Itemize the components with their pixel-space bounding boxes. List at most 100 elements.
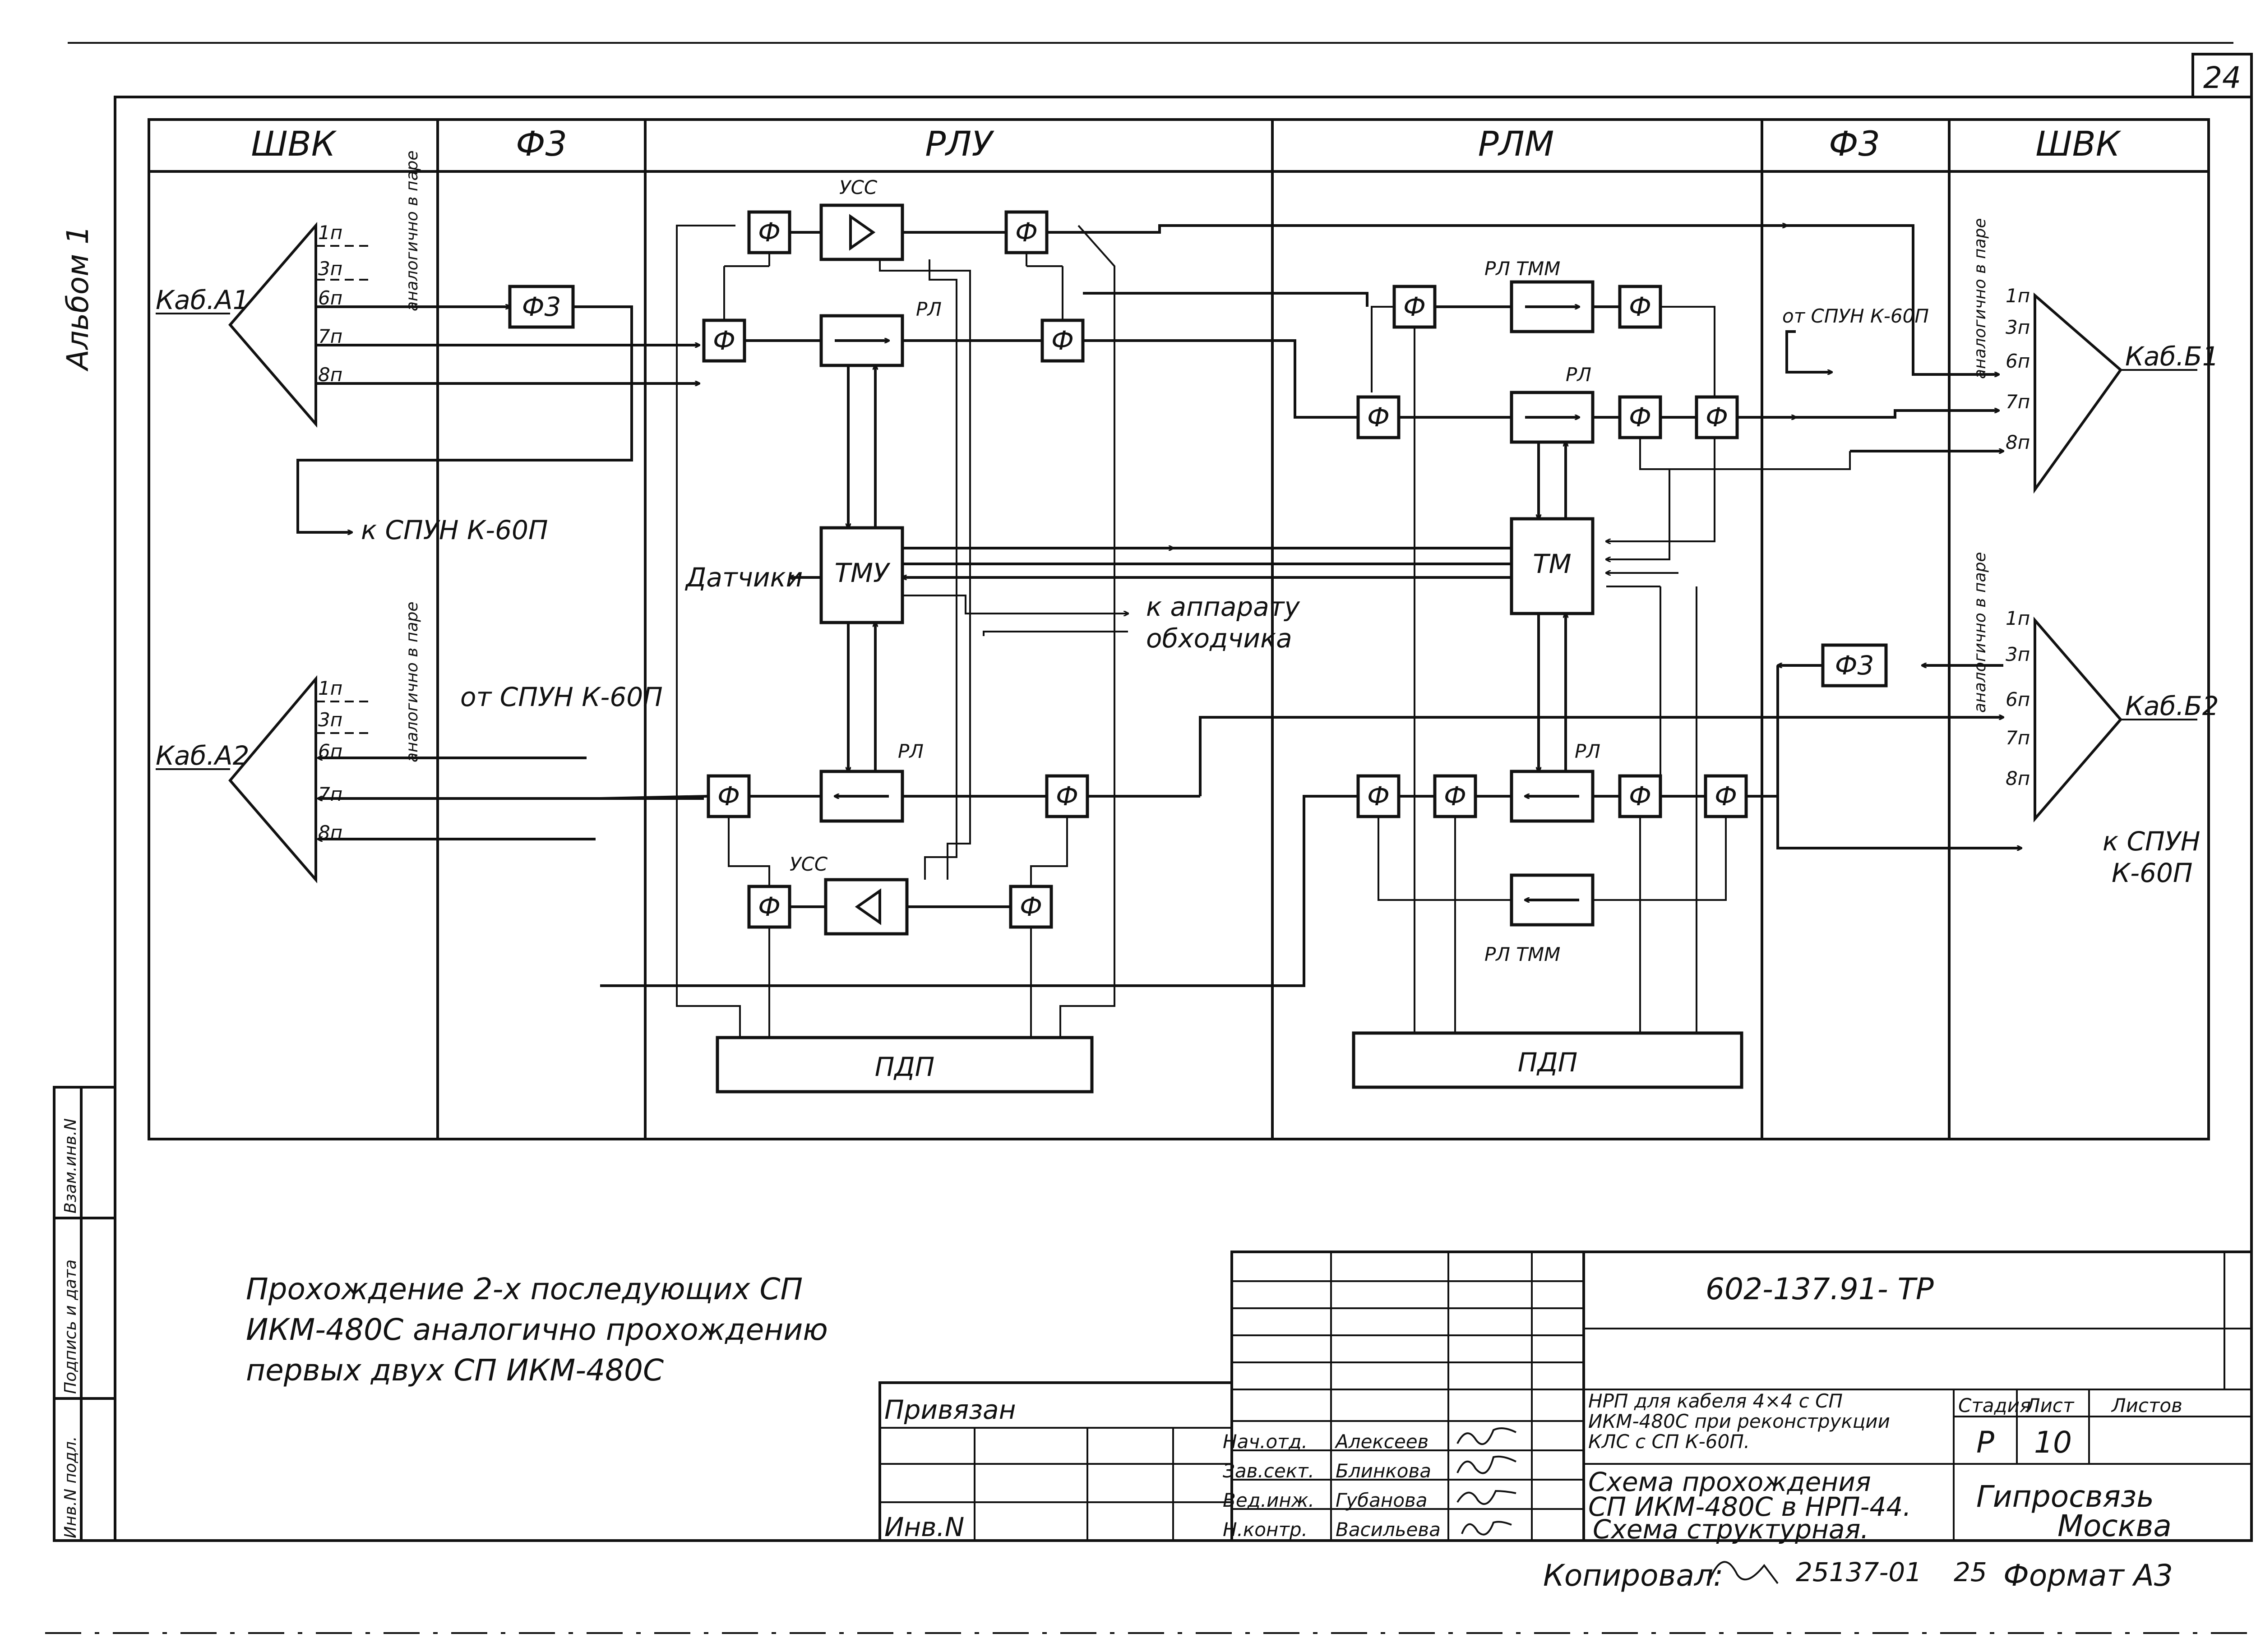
name-label: Алексеев (1334, 1431, 1428, 1453)
note-line: Прохождение 2-х последующих СП (246, 1272, 803, 1306)
ucc-label: УСС (790, 853, 828, 875)
format-label: Формат А3 (2003, 1558, 2173, 1593)
sheet-header: Лист (2025, 1394, 2075, 1417)
description-line: НРП для кабеля 4×4 с СП (1588, 1390, 1843, 1412)
f-label: Ф (1051, 325, 1074, 356)
column-header-shvk-right: ШВК (2035, 124, 2121, 164)
description-line: СП ИКМ-480С в НРП-44. (1588, 1491, 1911, 1522)
cable-b1-splitter: Каб.Б1 1п 3п 6п 7п 8п аналогично в паре … (1669, 218, 2219, 494)
note-block: Прохождение 2-х последующих СП ИКМ-480С … (246, 1272, 828, 1388)
f-label: Ф (713, 325, 735, 356)
cable-a2-splitter: Каб.А2 1п 3п 6п 7п 8п аналогично в паре … (156, 601, 704, 884)
document-code: 602-137.91- ТР (1706, 1272, 1934, 1306)
signature (1456, 1427, 1516, 1445)
name-label: Васильева (1336, 1518, 1441, 1541)
org-name: Гипросвязь (1976, 1479, 2154, 1514)
description-line: Схема структурная. (1593, 1514, 1869, 1545)
f-label: Ф (1056, 781, 1078, 812)
cable-b2-label: Каб.Б2 (2125, 691, 2219, 721)
signature (1461, 1521, 1512, 1536)
role-label: Зав.сект. (1223, 1460, 1314, 1482)
column-header-f3-left: Ф3 (516, 124, 567, 164)
column-header-shvk-left: ШВК (251, 124, 337, 164)
name-label: Блинкова (1336, 1460, 1431, 1482)
pair-label: 8п (318, 364, 342, 386)
stage-header: Стадия (1958, 1394, 2031, 1417)
pair-label: 1п (2006, 285, 2030, 307)
f3-label: Ф3 (1835, 650, 1874, 681)
description-line: КЛС с СП К-60П. (1588, 1431, 1750, 1453)
f-label: Ф (1629, 402, 1651, 433)
f-label: Ф (717, 781, 740, 812)
album-label: Альбом 1 (60, 226, 95, 372)
pair-label: 3п (318, 258, 342, 280)
title-block: Привязан Инв.N Нач.отд. Зав.сект. Вед.ин… (878, 1251, 2253, 1545)
sheet-number: 24 (2203, 60, 2241, 95)
inv-label: Инв.N (884, 1512, 964, 1542)
pair-label: 1п (318, 677, 342, 699)
description-line: Схема прохождения (1588, 1467, 1871, 1497)
f-label: Ф (1706, 402, 1728, 433)
name-label: Губанова (1336, 1489, 1428, 1511)
stamp-inv-orig: Инв.N подл. (61, 1436, 80, 1538)
column-header-rlu: РЛУ (925, 124, 994, 164)
f-label: Ф (1444, 781, 1466, 812)
pair-label: 1п (318, 221, 342, 244)
rlm-block: РЛ ТММ Ф Ф РЛ Ф Ф Ф ТМ (1352, 258, 1832, 1089)
f-label: Ф (1367, 402, 1390, 433)
same-in-pair-note: аналогично в паре (403, 601, 421, 762)
from-spun-label: от СПУН К-60П (460, 682, 663, 712)
role-label: Вед.инж. (1223, 1489, 1314, 1511)
f-label: Ф (1020, 891, 1042, 922)
pdp-label: ПДП (1518, 1047, 1578, 1078)
f-label: Ф (1715, 781, 1737, 812)
copier-signature (1709, 1561, 1779, 1584)
rl-label: РЛ (1566, 364, 1591, 386)
pair-label: 8п (2006, 767, 2030, 789)
pdp-label: ПДП (875, 1052, 935, 1082)
interconnect-lines (600, 226, 1787, 987)
f-label: Ф (1015, 217, 1038, 248)
cable-a2-label: Каб.А2 (156, 740, 250, 771)
ucc-label: УСС (839, 176, 878, 198)
column-header-f3-right: Ф3 (1829, 124, 1880, 164)
column-header-rlm: РЛМ (1478, 124, 1554, 164)
pair-label: 6п (318, 287, 342, 309)
side-stamp: Инв.N подл. Подпись и дата Взам.инв.N (53, 1086, 116, 1542)
pair-label: 1п (2006, 607, 2030, 629)
rl-label: РЛ (898, 740, 924, 762)
doc-number: 25137-01 (1796, 1557, 1922, 1587)
same-in-pair-note: аналогично в паре (1971, 552, 1989, 713)
f3-filter-top: Ф3 к СПУН К-60П (296, 285, 633, 545)
cable-b1-label: Каб.Б1 (2125, 341, 2219, 372)
pair-label: 7п (2006, 391, 2030, 413)
org-city: Москва (2057, 1509, 2172, 1543)
f-label: Ф (1403, 291, 1426, 322)
signature (1456, 1490, 1516, 1505)
signature (1456, 1455, 1516, 1474)
pair-label: 8п (2006, 431, 2030, 453)
page-number: 25 (1954, 1557, 1987, 1587)
to-spun-label: к СПУН К-60П (361, 515, 548, 545)
cable-a1-splitter: Каб.А1 1п 3п 6п 7п 8п аналогично в паре (156, 150, 699, 428)
role-label: Нач.отд. (1223, 1431, 1308, 1453)
to-apparatus-label-1: к аппарату (1146, 591, 1300, 622)
cable-b2-splitter: Каб.Б2 1п 3п 6п 7п 8п аналогично в паре … (1776, 552, 2219, 888)
note-line: ИКМ-480С аналогично прохождению (246, 1312, 828, 1347)
tmu-label: ТМУ (835, 558, 891, 588)
rl-label: РЛ (1575, 740, 1600, 762)
to-apparatus-label-2: обходчика (1146, 623, 1292, 654)
cable-a1-label: Каб.А1 (156, 285, 250, 315)
f-label: Ф (758, 891, 781, 922)
pair-label: 3п (2006, 643, 2030, 665)
role-label: Н.контр. (1223, 1518, 1308, 1541)
pair-label: 6п (2006, 350, 2030, 372)
same-in-pair-note: аналогично в паре (1971, 218, 1989, 379)
rl-label: РЛ (916, 298, 942, 320)
sheets-header: Листов (2111, 1394, 2182, 1417)
sensors-label: Датчики (684, 562, 803, 593)
diagram-area: ШВК Ф3 РЛУ РЛМ Ф3 ШВК (148, 118, 2210, 1140)
rl-tmm-label: РЛ ТММ (1484, 258, 1560, 280)
to-spun-label-2: К-60П (2112, 858, 2193, 888)
